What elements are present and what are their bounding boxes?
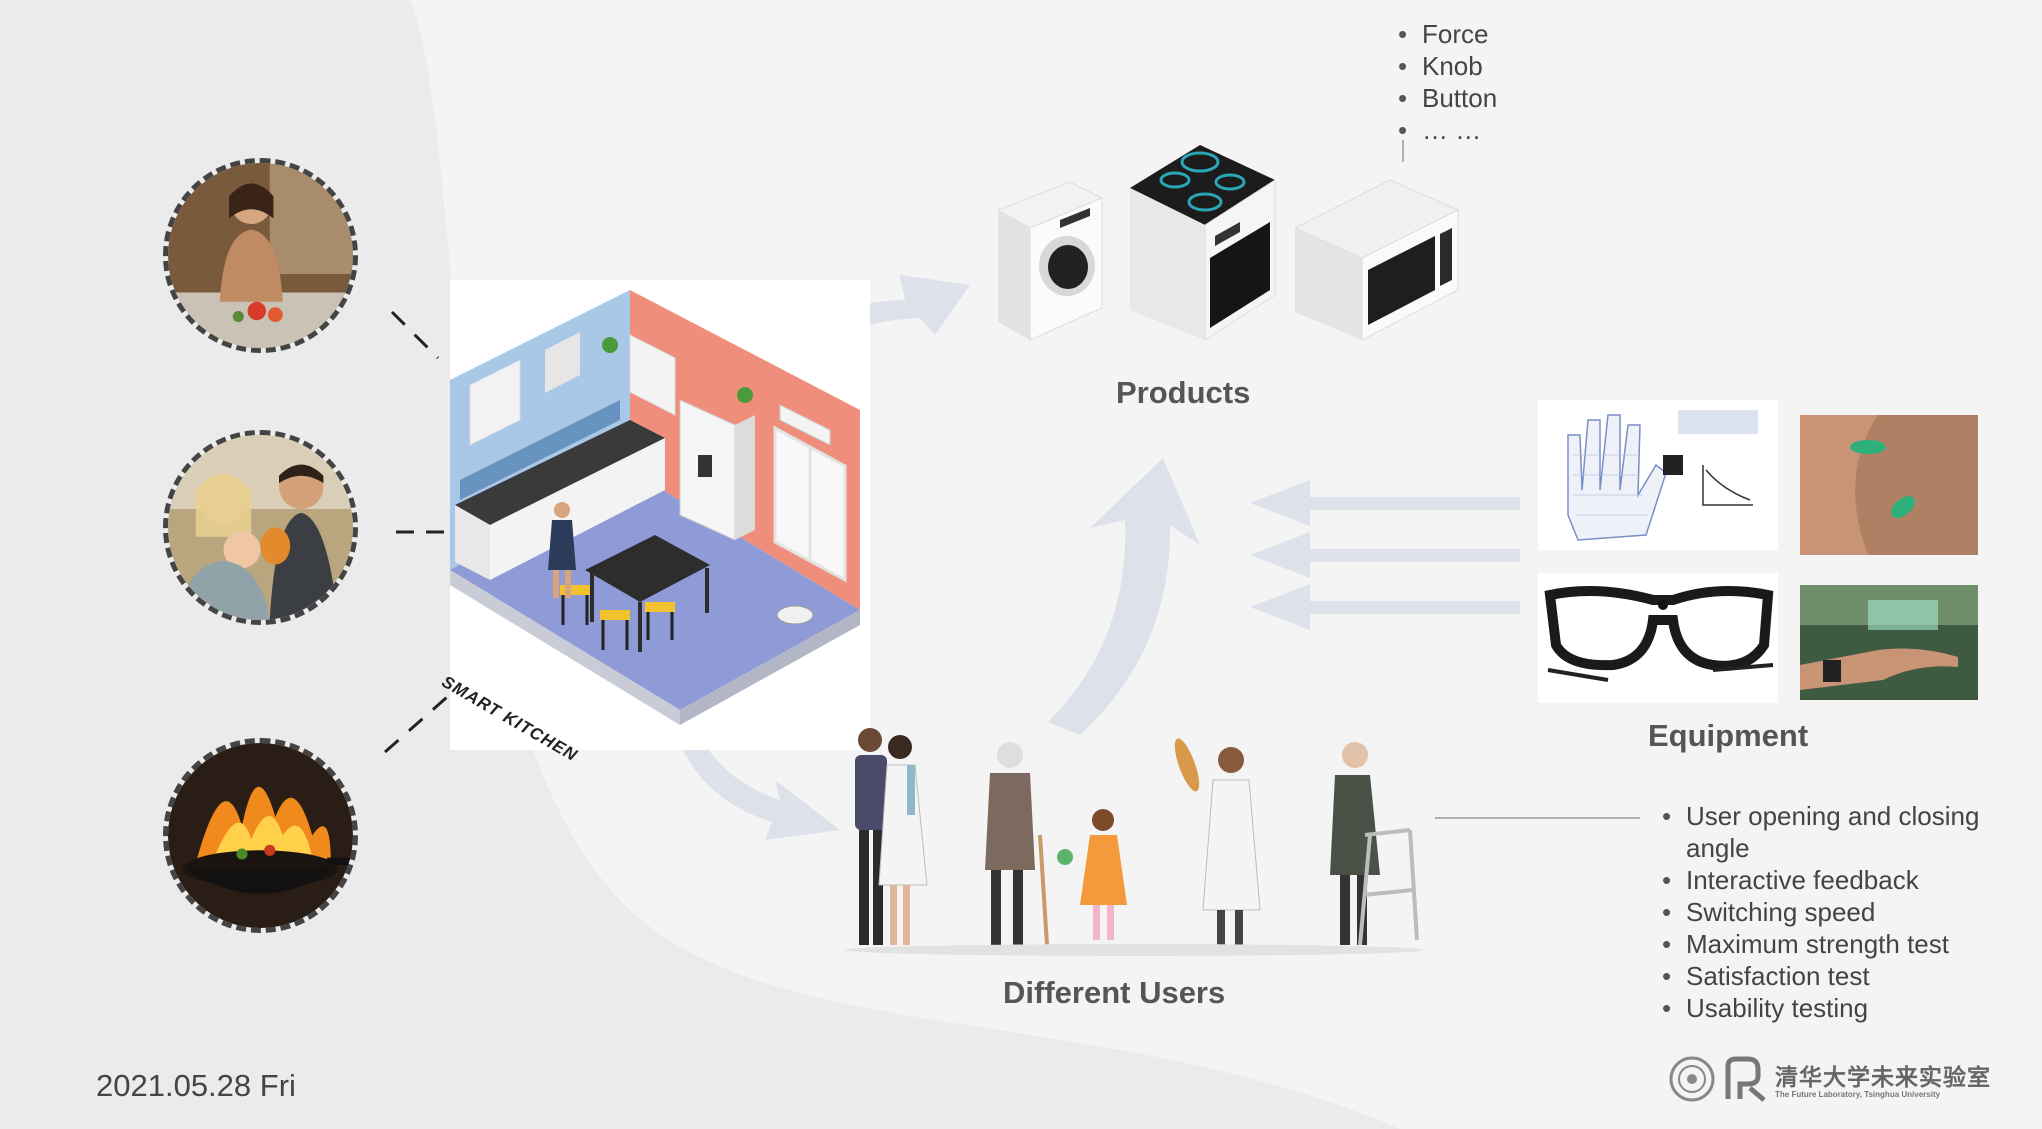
microwave-icon xyxy=(1293,179,1460,341)
list-item: Knob xyxy=(1396,50,1497,82)
photo-family-eating xyxy=(163,430,358,625)
oven-icon xyxy=(1130,145,1276,341)
list-item: Switching speed xyxy=(1660,896,2000,928)
user-couple xyxy=(855,728,928,945)
lab-name: 清华大学未来实验室 xyxy=(1775,1064,1991,1090)
users-label: Different Users xyxy=(1003,975,1226,1010)
list-item: Interactive feedback xyxy=(1660,864,2000,896)
ar-gesture-photo xyxy=(1800,585,1978,700)
arrow-users-to-products xyxy=(1048,458,1200,735)
equipment-label: Equipment xyxy=(1648,718,1809,753)
list-item: Maximum strength test xyxy=(1660,928,2000,960)
user-child xyxy=(1057,809,1127,940)
test-feature-list: User opening and closing angle Interacti… xyxy=(1660,800,2000,1024)
products-appliances xyxy=(996,145,1460,341)
user-woman-apron xyxy=(1174,738,1261,945)
smart-kitchen-illustration xyxy=(450,280,870,750)
list-item: … … xyxy=(1396,114,1497,146)
user-elderly-walker xyxy=(1330,742,1419,946)
list-item: Button xyxy=(1396,82,1497,114)
equipment-images xyxy=(1538,400,1978,703)
arrow-kitchen-to-users xyxy=(665,670,840,840)
user-elderly-woman xyxy=(985,742,1049,946)
slide-date: 2021.05.28 Fri xyxy=(96,1068,296,1103)
photo-wok-fire xyxy=(163,738,358,933)
list-item: User opening and closing angle xyxy=(1660,800,2000,864)
list-item: Usability testing xyxy=(1660,992,2000,1024)
photo-woman-cooking xyxy=(163,158,358,353)
arrows-from-equipment xyxy=(1250,480,1520,630)
users-illustration xyxy=(845,728,1425,956)
arm-sensor-photo xyxy=(1800,415,1978,555)
washing-machine-icon xyxy=(996,181,1104,341)
glove-sensor-icon xyxy=(1538,400,1778,550)
control-type-list: Force Knob Button … … xyxy=(1396,18,1497,146)
lab-subtitle: The Future Laboratory, Tsinghua Universi… xyxy=(1775,1090,1941,1099)
products-label: Products xyxy=(1116,375,1251,410)
eye-tracking-glasses-icon xyxy=(1538,573,1778,703)
tsinghua-seal-icon xyxy=(1669,1056,1766,1102)
arrow-to-products xyxy=(775,275,970,365)
list-item: Satisfaction test xyxy=(1660,960,2000,992)
list-item: Force xyxy=(1396,18,1497,50)
